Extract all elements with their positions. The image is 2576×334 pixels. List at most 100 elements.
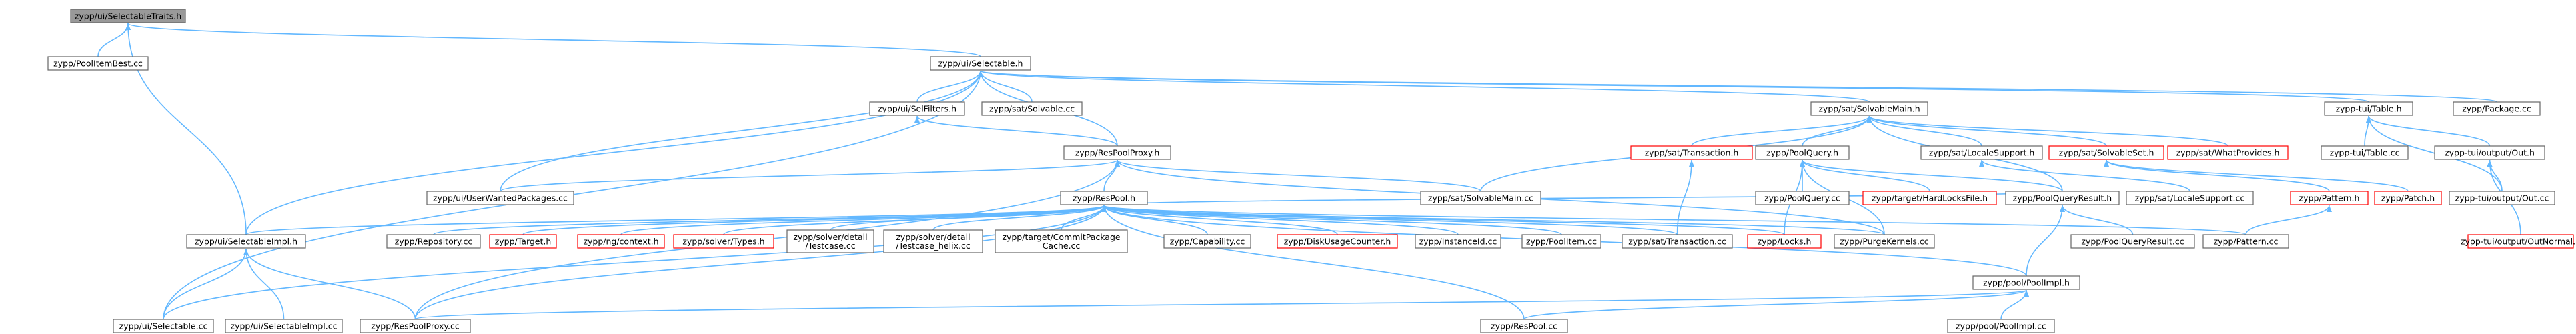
file-node-solvermain[interactable]: zypp/sat/SolvableMain.h [1810, 101, 1928, 116]
file-node-seltraits[interactable]: zypp/ui/SelectableTraits.h [70, 9, 186, 23]
file-node-testcase[interactable]: zypp/solver/detail/Testcase.cc [786, 229, 874, 253]
file-node-poolquery-cc[interactable]: zypp/PoolQuery.cc [1755, 191, 1850, 205]
file-node-label: zypp/Pattern.h [2299, 193, 2360, 203]
file-node-target-h[interactable]: zypp/Target.h [489, 234, 557, 249]
dependency-edge [1866, 115, 2228, 147]
file-node-types-h[interactable]: zypp/solver/Types.h [673, 234, 774, 249]
file-node-transaction-cc[interactable]: zypp/sat/Transaction.cc [1622, 234, 1733, 249]
file-node-poolqueryresult[interactable]: zypp/PoolQueryResult.h [2005, 191, 2120, 205]
file-node-box [47, 56, 149, 71]
file-node-box [2070, 234, 2195, 249]
file-node-outnormal[interactable]: zypp-tui/output/OutNormal.h [2461, 234, 2576, 249]
file-node-userwanted[interactable]: zypp/ui/UserWantedPackages.cc [426, 191, 574, 205]
file-node-selectable-cc[interactable]: zypp/ui/Selectable.cc [113, 319, 214, 333]
file-node-table-h[interactable]: zypp-tui/Table.h [2324, 101, 2413, 116]
file-node-respoolproxy-cc[interactable]: zypp/ResPoolProxy.cc [360, 319, 471, 333]
file-node-locks-h[interactable]: zypp/Locks.h [1747, 234, 1822, 249]
file-node-label: zypp/PoolItemBest.cc [53, 59, 143, 69]
file-node-selfilters[interactable]: zypp/ui/SelFilters.h [869, 101, 965, 116]
file-node-box [1277, 234, 1398, 249]
file-node-whatprovides[interactable]: zypp/sat/WhatProvides.h [2167, 145, 2289, 160]
file-node-label: zypp/ResPoolProxy.cc [371, 321, 460, 331]
file-node-instanceid[interactable]: zypp/InstanceId.cc [1415, 234, 1501, 249]
file-node-label: zypp-tui/Table.h [2335, 104, 2401, 114]
file-node-poolimpl-h[interactable]: zypp/pool/PoolImpl.h [1972, 275, 2080, 290]
file-node-hardlocks[interactable]: zypp/target/HardLocksFile.h [1862, 191, 1997, 205]
file-node-poolitem-cc[interactable]: zypp/PoolItem.cc [1521, 234, 1601, 249]
dependency-edge [1800, 159, 2063, 192]
file-node-capability-cc[interactable]: zypp/Capability.cc [1163, 234, 1251, 249]
file-node-localesupport-h[interactable]: zypp/sat/LocaleSupport.h [1920, 145, 2043, 160]
file-node-solvable-cc[interactable]: zypp/sat/Solvable.cc [981, 101, 1083, 116]
file-node-solvableset[interactable]: zypp/sat/SolvableSet.h [2048, 145, 2164, 160]
file-node-label: zypp/pool/PoolImpl.cc [1956, 321, 2046, 331]
dependency-edge [830, 205, 1107, 231]
file-node-box [360, 319, 471, 333]
file-node-patch-h[interactable]: zypp/Patch.h [2374, 191, 2442, 205]
file-node-label: zypp/Pattern.cc [2214, 237, 2279, 247]
file-node-poolquery-h[interactable]: zypp/PoolQuery.h [1755, 145, 1850, 160]
file-node-label: zypp/PoolQuery.cc [1764, 193, 1840, 203]
file-node-box [2167, 145, 2289, 160]
dependency-edge [245, 70, 983, 235]
dependency-edge [1103, 159, 1120, 192]
file-node-box [869, 101, 965, 116]
file-node-pattern-h[interactable]: zypp/Pattern.h [2290, 191, 2369, 205]
file-node-box [1920, 145, 2043, 160]
file-node-poolqueryresult-cc[interactable]: zypp/PoolQueryResult.cc [2070, 234, 2195, 249]
dependency-edge [1866, 115, 1982, 147]
file-node-box [1622, 234, 1733, 249]
file-node-poolimpl-cc[interactable]: zypp/pool/PoolImpl.cc [1947, 319, 2055, 333]
file-node-label: /Testcase_helix.cc [896, 241, 971, 251]
file-node-selimpl-h[interactable]: zypp/ui/SelectableImpl.h [186, 234, 306, 249]
file-node-label: zypp-tui/output/Out.h [2445, 148, 2535, 158]
file-node-poolitembest[interactable]: zypp/PoolItemBest.cc [47, 56, 149, 71]
file-node-localesupport-cc[interactable]: zypp/sat/LocaleSupport.cc [2126, 191, 2254, 205]
file-node-box [1810, 101, 1928, 116]
file-node-label: zypp/Patch.h [2381, 193, 2435, 203]
dependency-edge [2366, 115, 2491, 147]
file-node-label: zypp/Capability.cc [1170, 237, 1245, 247]
dependency-edge [500, 70, 983, 192]
dependency-edge [1101, 205, 1562, 235]
file-node-repository-cc[interactable]: zypp/Repository.cc [386, 234, 481, 249]
file-node-purgekernels[interactable]: zypp/PurgeKernels.cc [1834, 234, 1935, 249]
file-node-respool-h[interactable]: zypp/ResPool.h [1060, 191, 1148, 205]
file-node-package-cc[interactable]: zypp/Package.cc [2453, 101, 2541, 116]
file-node-box [2202, 234, 2289, 249]
file-node-respoolproxy-h[interactable]: zypp/ResPoolProxy.h [1063, 145, 1171, 160]
dependency-edge [2245, 205, 2332, 235]
file-node-selectable-h[interactable]: zypp/ui/Selectable.h [930, 56, 1031, 71]
dependency-edge [1979, 159, 2190, 192]
file-node-label: zypp/ResPoolProxy.h [1075, 148, 1160, 158]
dependency-edge [2104, 159, 2330, 192]
file-node-diskusage[interactable]: zypp/DiskUsageCounter.h [1277, 234, 1398, 249]
file-node-box [1834, 234, 1935, 249]
file-node-label: zypp/ui/UserWantedPackages.cc [433, 193, 568, 203]
file-node-testcase-helix[interactable]: zypp/solver/detail/Testcase_helix.cc [883, 229, 983, 253]
file-node-box [225, 319, 343, 333]
file-node-box [981, 101, 1083, 116]
file-node-pattern-cc[interactable]: zypp/Pattern.cc [2202, 234, 2289, 249]
file-node-table-cc[interactable]: zypp-tui/Table.cc [2321, 145, 2409, 160]
dependency-edge [125, 23, 981, 57]
file-node-box [1060, 191, 1148, 205]
file-node-context-h[interactable]: zypp/ng/context.h [577, 234, 665, 249]
file-node-solvermain-cc[interactable]: zypp/sat/SolvableMain.cc [1420, 191, 1541, 205]
file-node-label: zypp/sat/SolvableMain.cc [1428, 193, 1533, 203]
file-node-selimpl-cc[interactable]: zypp/ui/SelectableImpl.cc [225, 319, 343, 333]
file-node-box [1747, 234, 1822, 249]
file-node-label: Cache.cc [1043, 241, 1081, 251]
dependency-edge [978, 70, 2369, 103]
file-node-box [489, 234, 557, 249]
file-node-out-h[interactable]: zypp-tui/output/Out.h [2434, 145, 2545, 160]
file-node-label: zypp/target/HardLocksFile.h [1872, 193, 1988, 203]
file-node-transaction-h[interactable]: zypp/sat/Transaction.h [1630, 145, 1753, 160]
dependency-edge [1101, 205, 2246, 235]
dependency-edge [2026, 205, 2065, 277]
file-node-out-cc[interactable]: zypp-tui/output/Out.cc [2449, 191, 2555, 205]
file-node-label: zypp/ui/SelectableTraits.h [75, 11, 181, 21]
file-node-respool-cc[interactable]: zypp/ResPool.cc [1480, 319, 1568, 333]
file-node-label: zypp/target/CommitPackage [1002, 232, 1120, 242]
